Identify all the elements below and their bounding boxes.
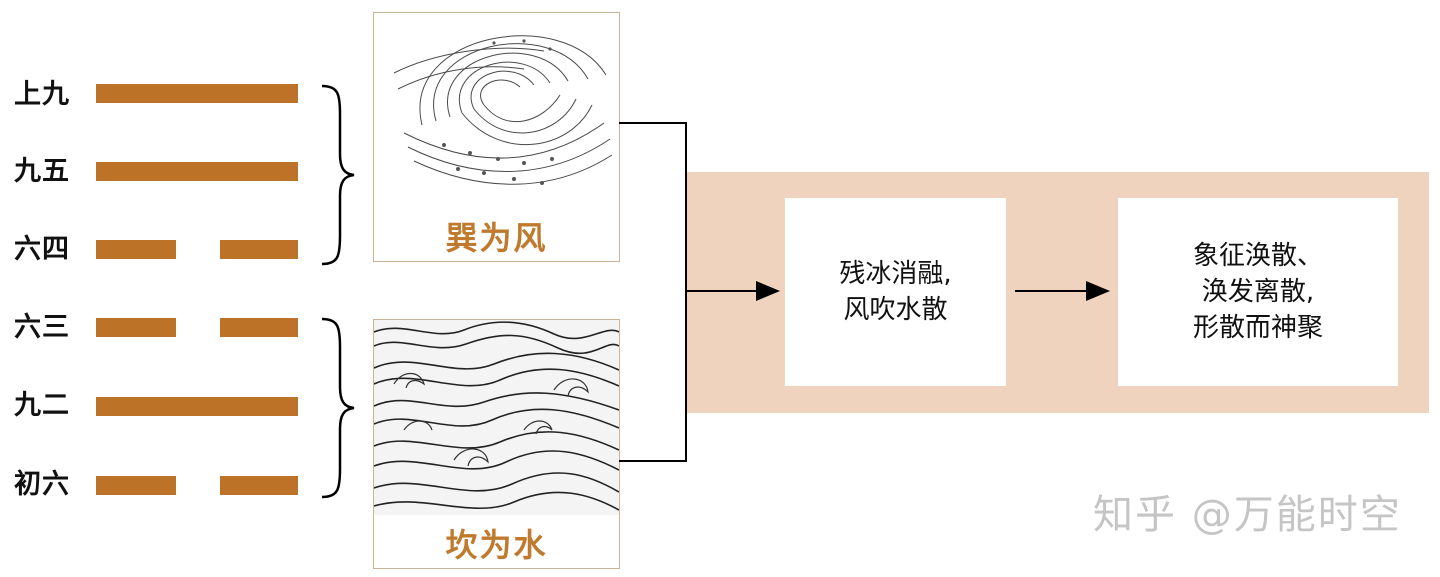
lower-trigram-card: 坎为水: [373, 319, 620, 569]
step2-line2: 涣发离散,: [1201, 277, 1315, 307]
wind-swirl-illustration: [393, 35, 613, 185]
step1-line2: 风吹水散: [843, 295, 948, 325]
lower-trigram-caption: 坎为水: [445, 526, 548, 564]
upper-trigram-brace: [321, 84, 355, 266]
step1-line1: 残冰消融,: [839, 259, 952, 289]
line-label-top-nine: 上九: [14, 79, 70, 110]
hexagram-line-yang-5: [96, 397, 298, 416]
step2-box: 象征涣散、 涣发离散, 形散而神聚: [1118, 198, 1398, 386]
water-waves-illustration: [374, 320, 619, 515]
step2-line1: 象征涣散、: [1192, 241, 1323, 271]
hexagram-line-yang-1: [96, 84, 298, 103]
upper-trigram-caption: 巽为风: [445, 219, 548, 257]
line-label-nine-two: 九二: [14, 390, 70, 421]
hexagram-line-yang-2: [96, 162, 298, 181]
hexagram-line-yin-4-right: [220, 318, 298, 337]
hexagram-line-yin-6-left: [96, 476, 176, 495]
hexagram-line-yin-4-left: [96, 318, 176, 337]
line-label-six-four: 六四: [14, 234, 70, 265]
hexagram-line-yin-3-left: [96, 240, 176, 259]
hexagram-line-yin-3-right: [220, 240, 298, 259]
hexagram-line-yin-6-right: [220, 476, 298, 495]
upper-trigram-card: 巽为风: [373, 12, 620, 262]
lower-trigram-brace: [321, 317, 355, 499]
line-label-six-three: 六三: [14, 312, 70, 343]
step2-line3: 形散而神聚: [1192, 313, 1323, 343]
step1-box: 残冰消融, 风吹水散: [785, 198, 1006, 386]
line-label-initial-six: 初六: [14, 469, 70, 500]
line-label-nine-five: 九五: [14, 156, 70, 187]
watermark: 知乎 @万能时空: [1093, 492, 1402, 538]
